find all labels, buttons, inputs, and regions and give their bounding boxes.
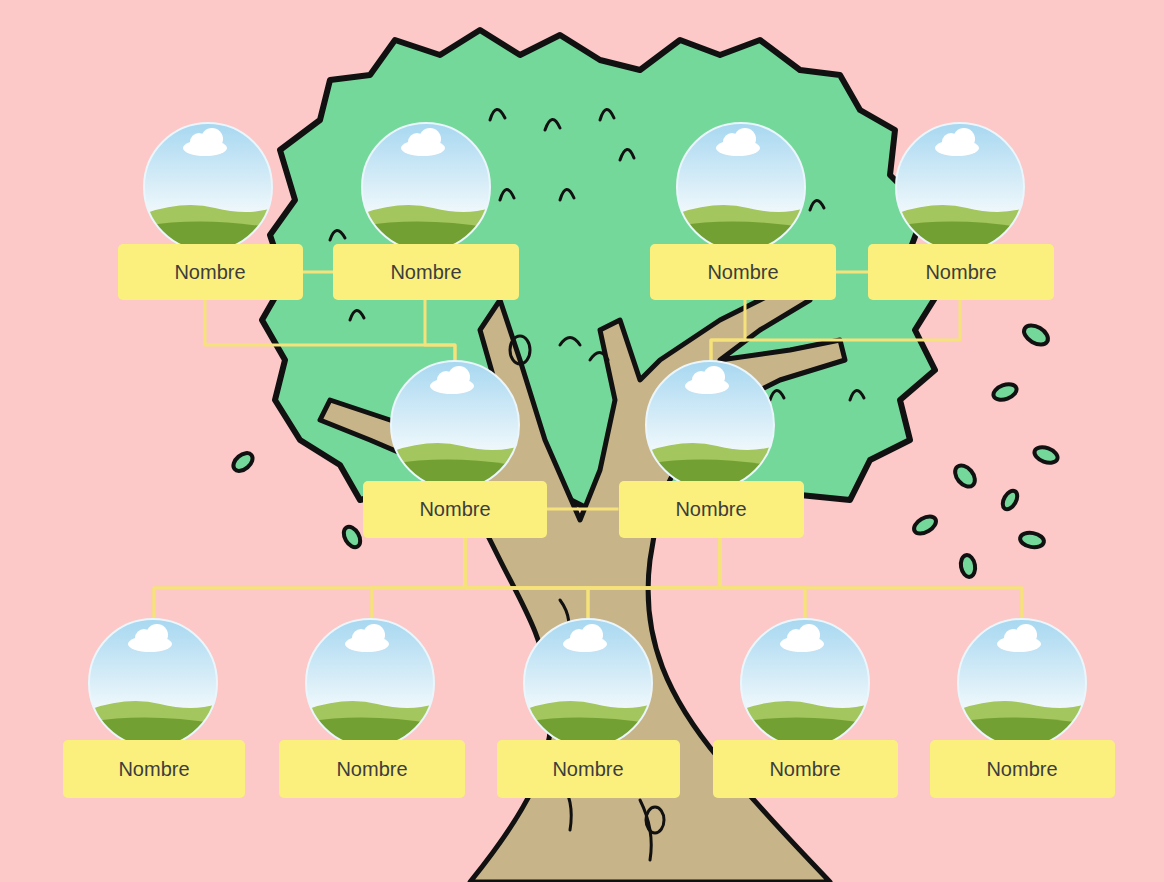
name-box: Nombre: [868, 244, 1054, 300]
photo-circle: [390, 360, 520, 490]
person-name: Nombre: [925, 260, 996, 284]
name-box: Nombre: [363, 481, 547, 538]
person-name: Nombre: [707, 260, 778, 284]
leaf-marks: [330, 109, 864, 400]
person-name: Nombre: [118, 757, 189, 781]
name-box: Nombre: [497, 740, 680, 798]
person-name: Nombre: [552, 757, 623, 781]
photo-circle: [523, 618, 653, 748]
photo-circle: [361, 122, 491, 252]
name-box: Nombre: [279, 740, 465, 798]
name-box: Nombre: [63, 740, 245, 798]
tree-canopy: [262, 30, 940, 525]
name-box: Nombre: [118, 244, 303, 300]
photo-circle: [305, 618, 435, 748]
name-box: Nombre: [619, 481, 804, 538]
photo-circle: [645, 360, 775, 490]
person-name: Nombre: [336, 757, 407, 781]
person-name: Nombre: [419, 497, 490, 521]
family-link: [836, 271, 868, 274]
photo-circle: [895, 122, 1025, 252]
falling-leaves: [230, 322, 1060, 578]
name-box: Nombre: [930, 740, 1115, 798]
photo-circle: [88, 618, 218, 748]
family-link: [303, 271, 334, 274]
person-name: Nombre: [986, 757, 1057, 781]
photo-circle: [740, 618, 870, 748]
photo-circle: [957, 618, 1087, 748]
photo-circle: [143, 122, 273, 252]
person-name: Nombre: [174, 260, 245, 284]
name-box: Nombre: [713, 740, 898, 798]
person-name: Nombre: [390, 260, 461, 284]
photo-circle: [676, 122, 806, 252]
person-name: Nombre: [675, 497, 746, 521]
name-box: Nombre: [333, 244, 519, 300]
person-name: Nombre: [769, 757, 840, 781]
name-box: Nombre: [650, 244, 836, 300]
family-link: [547, 508, 619, 511]
